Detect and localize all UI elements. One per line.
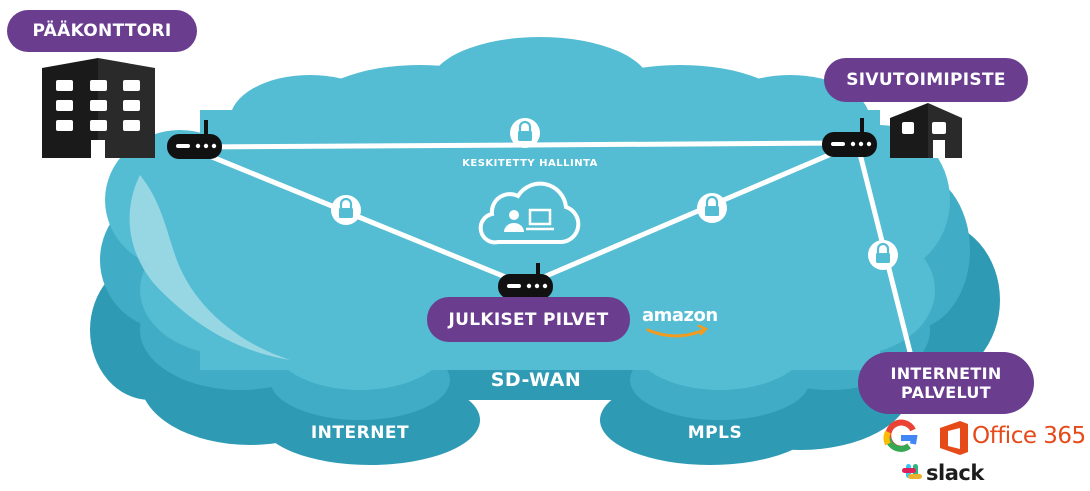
- internet-services-label: INTERNETIN PALVELUT: [858, 352, 1034, 414]
- google-icon: [883, 419, 918, 452]
- cloud-management-icon: [478, 181, 581, 245]
- laptop-icon: [526, 208, 554, 231]
- slack-icon: [902, 464, 922, 479]
- slack-logo-text: slack: [926, 461, 984, 485]
- router-icon: [167, 120, 222, 159]
- public-clouds-label: JULKISET PILVET: [427, 297, 630, 342]
- lock-icon: [510, 118, 540, 148]
- mpls-label: MPLS: [687, 423, 743, 443]
- headquarters-building-icon: [42, 58, 155, 158]
- central-management-label: KESKITETTY HALLINTA: [462, 158, 598, 169]
- office365-logo-text: Office 365: [972, 423, 1086, 449]
- cloud-highlight: [129, 175, 290, 360]
- user-icon: [504, 210, 524, 232]
- lock-icon: [331, 195, 361, 225]
- internet-label: INTERNET: [310, 423, 410, 443]
- sdwan-label: SD-WAN: [490, 369, 582, 391]
- lock-icon: [868, 240, 898, 270]
- amazon-smile-icon: [646, 328, 706, 338]
- branch-label: SIVUTOIMIPISTE: [824, 58, 1028, 102]
- router-icon: [498, 263, 553, 299]
- lock-icon: [697, 193, 727, 223]
- router-icon: [822, 118, 877, 157]
- office-icon: [940, 421, 968, 455]
- branch-building-icon: [890, 103, 962, 158]
- headquarters-label: PÄÄKONTTORI: [7, 10, 197, 52]
- amazon-logo-text: amazon: [642, 305, 718, 326]
- amazon-arrow-icon: [697, 324, 709, 336]
